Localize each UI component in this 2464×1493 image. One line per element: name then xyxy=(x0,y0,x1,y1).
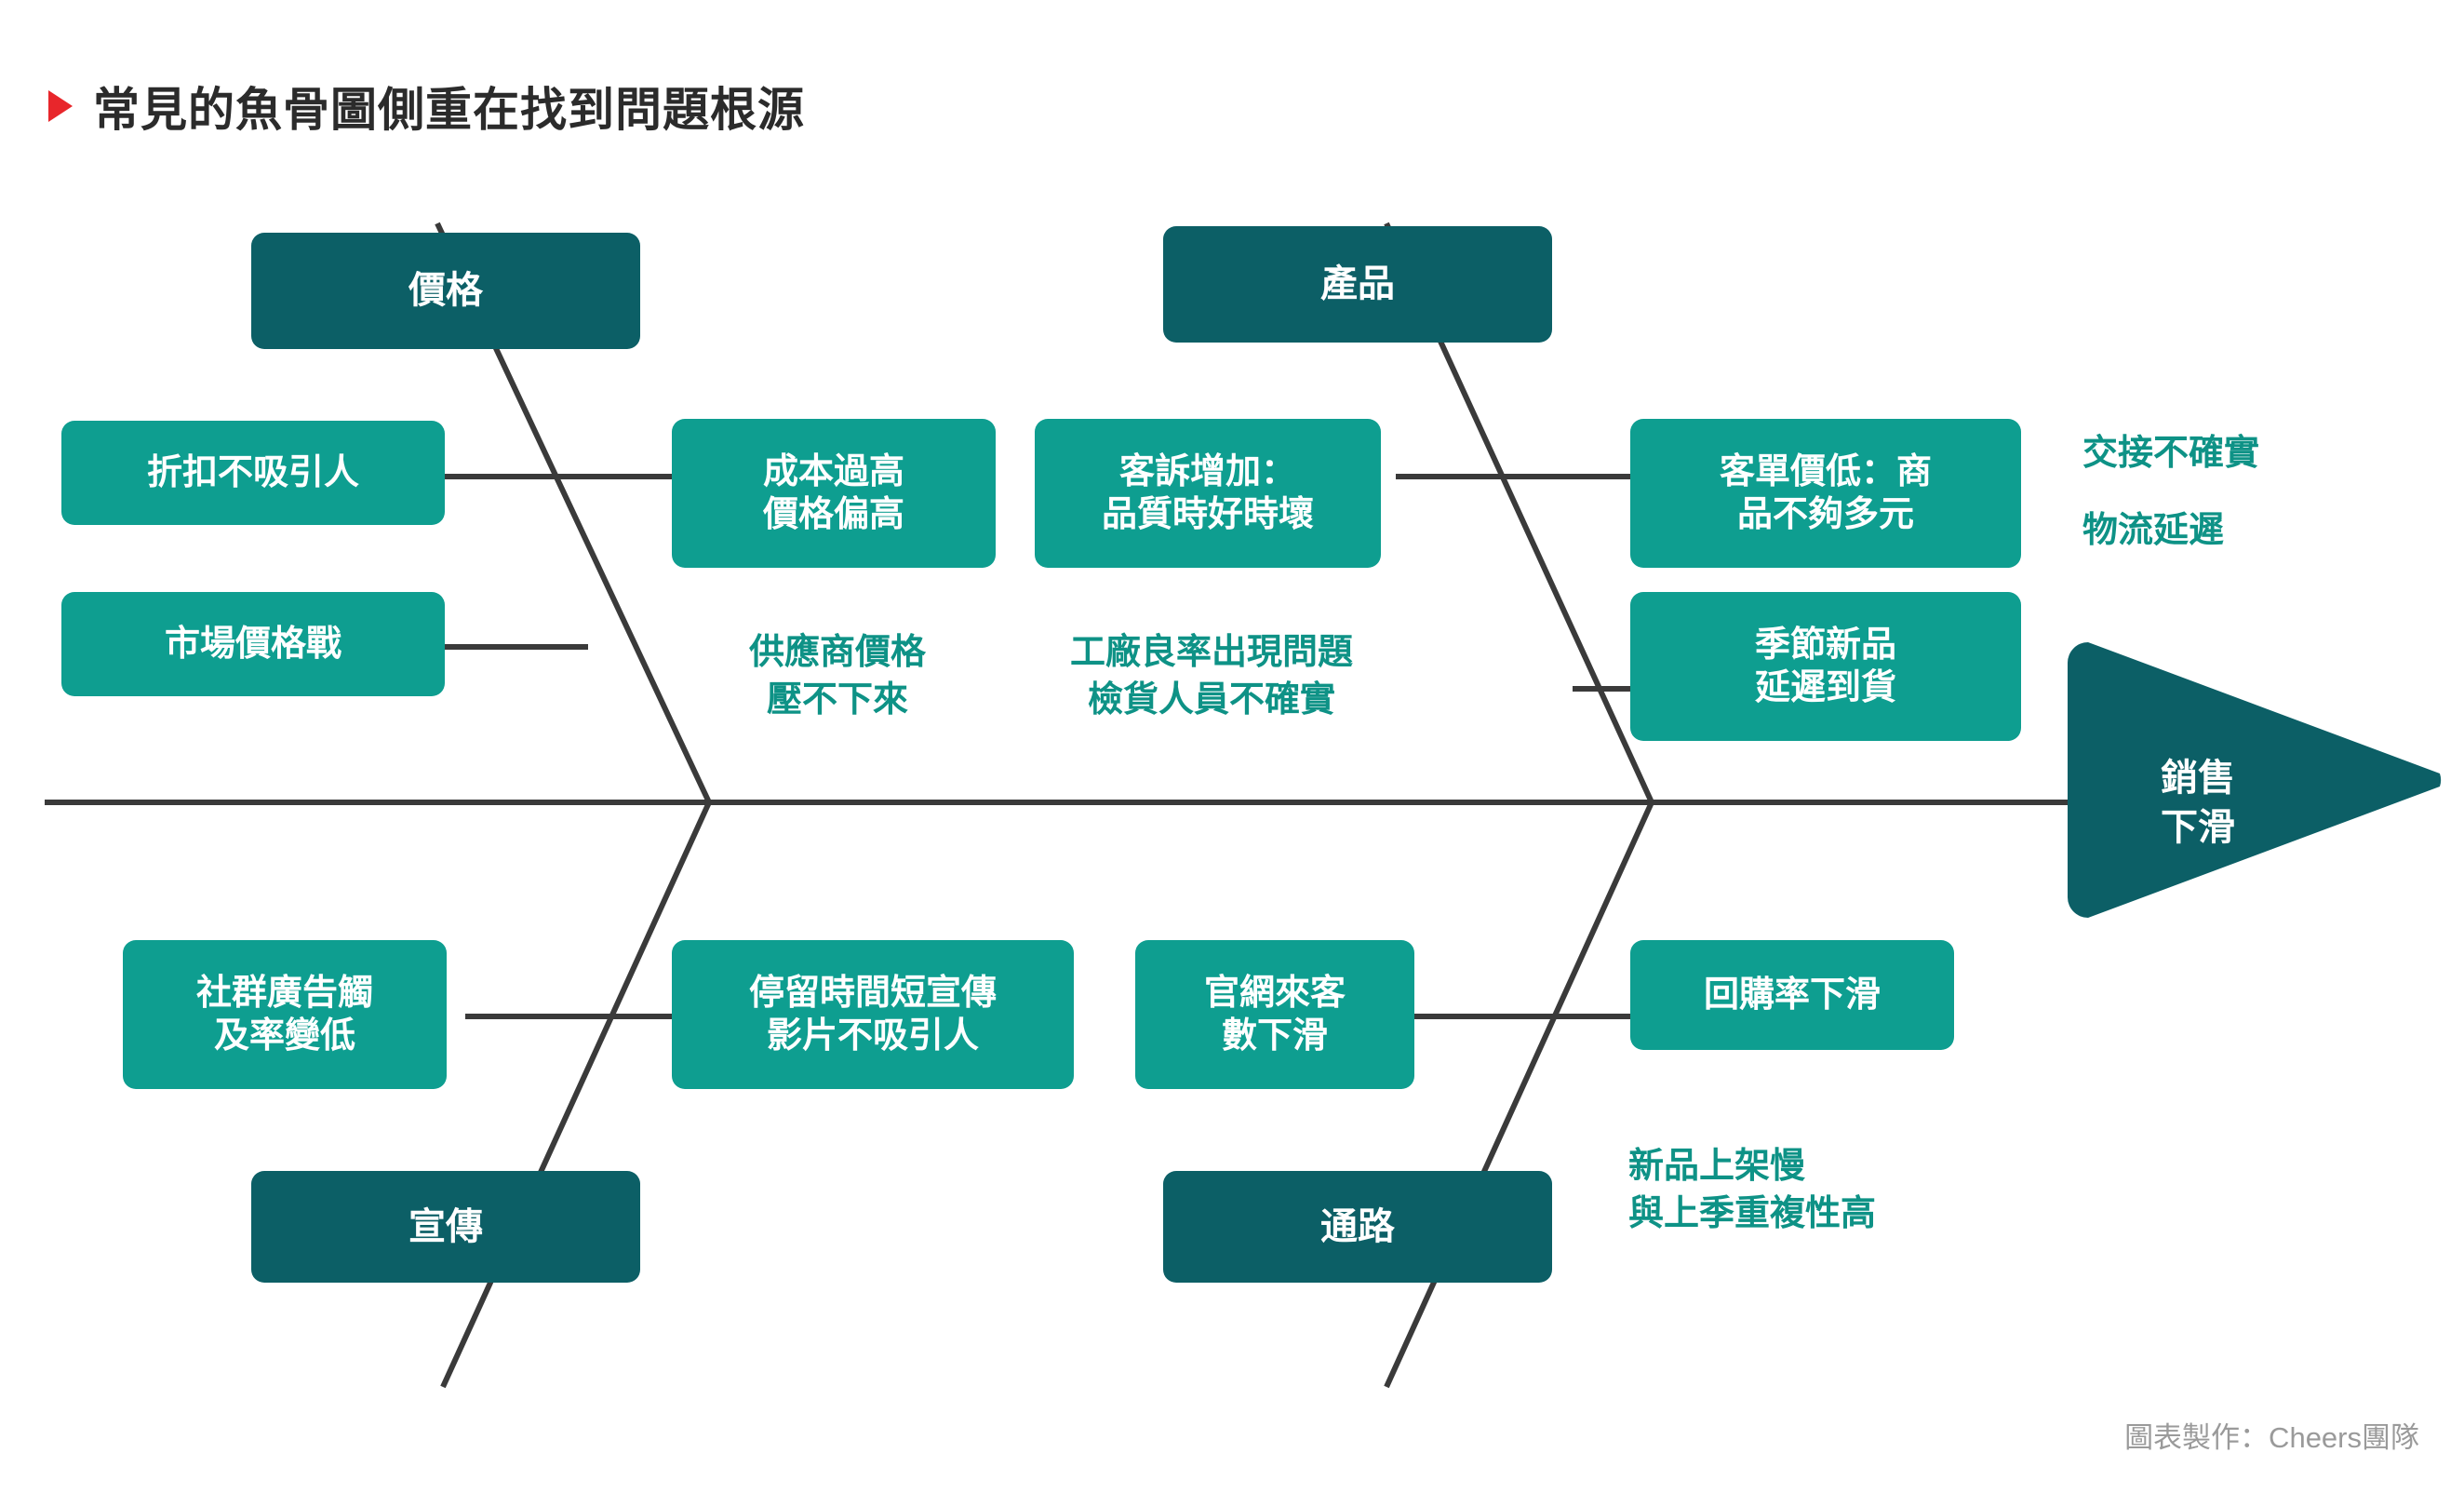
category-box-promotion[interactable]: 宣傳 xyxy=(251,1171,640,1283)
cause-box-low-order-value[interactable]: 客單價低：商 品不夠多元 xyxy=(1630,419,2021,568)
category-box-product[interactable]: 產品 xyxy=(1163,226,1552,343)
cause-box-site-traffic-down[interactable]: 官網來客 數下滑 xyxy=(1135,940,1414,1089)
rib-channel xyxy=(1384,800,1654,1389)
cause-box-discount-unattractive[interactable]: 折扣不吸引人 xyxy=(61,421,445,525)
chart-credit: 圖表製作：Cheers團隊 xyxy=(2124,1421,2419,1454)
cause-box-repurchase-down[interactable]: 回購率下滑 xyxy=(1630,940,1954,1050)
note-supplier-price: 供應商價格 壓不下來 xyxy=(748,633,926,720)
cause-box-seasonal-delay[interactable]: 季節新品 延遲到貨 xyxy=(1630,592,2021,741)
effect-head[interactable] xyxy=(2068,622,2458,938)
note-logistics-delay: 物流延遲 xyxy=(2082,511,2225,550)
cause-box-market-price-war[interactable]: 市場價格戰 xyxy=(61,592,445,696)
cause-box-short-dwell-time[interactable]: 停留時間短宣傳 影片不吸引人 xyxy=(672,940,1074,1089)
cause-box-social-reach-down[interactable]: 社群廣告觸 及率變低 xyxy=(123,940,447,1089)
effect-label: 銷售 下滑 xyxy=(2161,758,2235,848)
effect-triangle-icon xyxy=(2068,642,2442,918)
note-handover-unclear: 交接不確實 xyxy=(2082,434,2260,473)
note-factory-yield: 工廠良率出現問題 檢貨人員不確實 xyxy=(1069,633,1353,720)
rib-promotion xyxy=(440,800,712,1389)
cause-box-cost-too-high[interactable]: 成本過高 價格偏高 xyxy=(672,419,996,568)
page-title-text: 常見的魚骨圖側重在找到問題根源 xyxy=(93,84,805,136)
category-box-channel[interactable]: 通路 xyxy=(1163,1171,1552,1283)
cause-box-complaints-up[interactable]: 客訴增加： 品質時好時壞 xyxy=(1035,419,1381,568)
category-box-price[interactable]: 價格 xyxy=(251,233,640,349)
note-new-product-slow: 新品上架慢 與上季重複性高 xyxy=(1628,1147,1877,1233)
page-title: 常見的魚骨圖側重在找到問題根源 xyxy=(48,73,805,140)
triangle-bullet-icon xyxy=(48,90,73,122)
